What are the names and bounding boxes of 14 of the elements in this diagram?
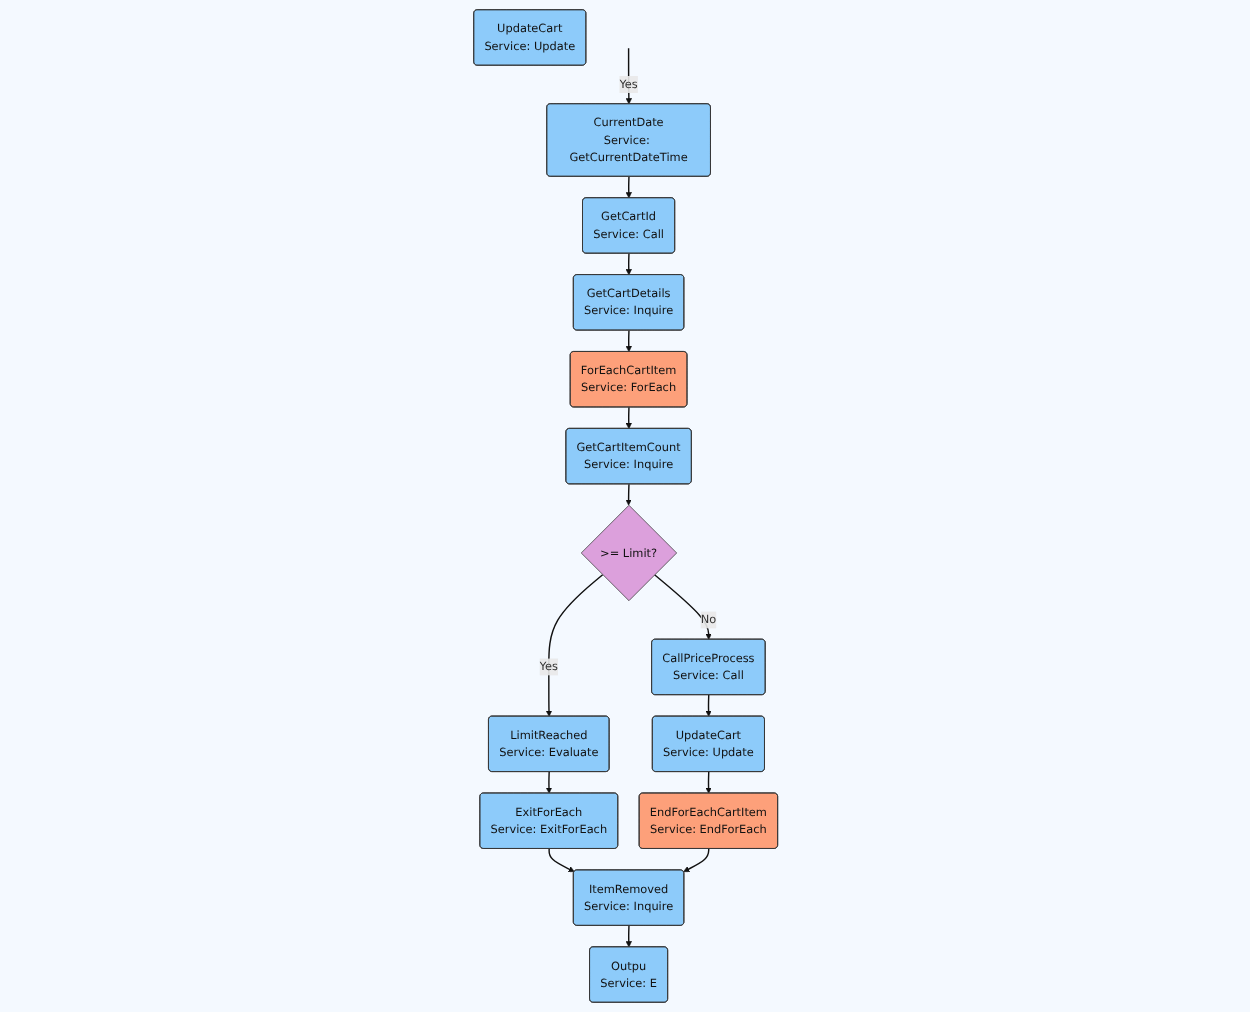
arrow (653, 574, 712, 640)
arrow (704, 694, 711, 717)
arrow (624, 175, 632, 199)
arrow (625, 47, 632, 105)
arrow (624, 329, 632, 353)
arrow (547, 848, 574, 872)
arrow (624, 252, 632, 276)
arrow (624, 925, 632, 948)
arrow (624, 483, 632, 506)
arrow (545, 574, 603, 717)
arrow (704, 771, 711, 794)
arrow (624, 406, 632, 429)
arrow (682, 848, 709, 872)
arrow (545, 771, 552, 794)
